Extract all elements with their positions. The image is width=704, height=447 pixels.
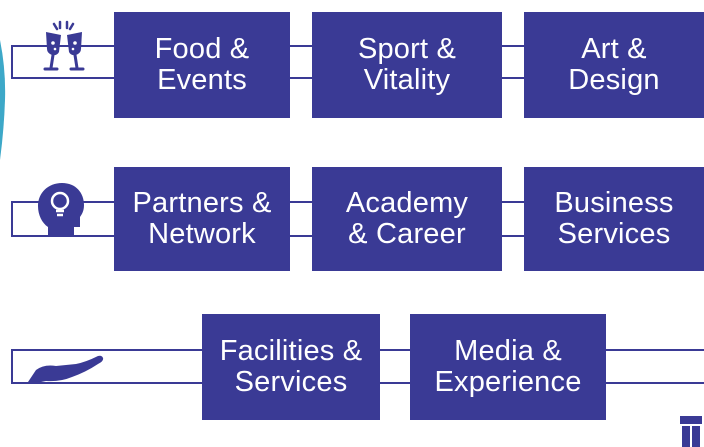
box-label-line2: Services: [557, 218, 671, 250]
box-label-line2: Services: [234, 366, 348, 398]
box-label-line1: Sport &: [357, 33, 457, 65]
box-art-design: Art & Design: [524, 12, 704, 118]
box-label-line2: Design: [568, 64, 660, 96]
box-label-line1: Partners &: [132, 187, 272, 219]
box-label-line2: Events: [157, 64, 247, 96]
box-business-services: Business Services: [524, 167, 704, 271]
box-media-experience: Media & Experience: [410, 314, 606, 420]
box-facilities-services: Facilities & Services: [202, 314, 380, 420]
box-food-events: Food & Events: [114, 12, 290, 118]
champagne-glasses-icon: [43, 20, 85, 71]
box-label-line1: Food &: [154, 33, 250, 65]
row-1-connectors: [11, 45, 524, 79]
box-label-line2: Vitality: [363, 64, 451, 96]
box-label-line2: Network: [148, 218, 256, 250]
box-label-line2: Experience: [434, 366, 582, 398]
box-partners-network: Partners & Network: [114, 167, 290, 271]
edge-accent-shape: [0, 40, 6, 160]
box-label-line1: Academy: [345, 187, 469, 219]
box-sport-vitality: Sport & Vitality: [312, 12, 502, 118]
box-academy-career: Academy & Career: [312, 167, 502, 271]
helping-hand-icon: [28, 355, 104, 383]
box-label-line1: Media &: [454, 335, 562, 367]
box-label-line1: Business: [554, 187, 674, 219]
box-label-line1: Facilities &: [219, 335, 363, 367]
box-label-line1: Art &: [581, 33, 647, 65]
row-3-connectors: [11, 349, 704, 384]
logo-icon: [680, 416, 702, 447]
box-label-line2: & Career: [348, 218, 466, 250]
head-lightbulb-icon: [38, 183, 84, 237]
